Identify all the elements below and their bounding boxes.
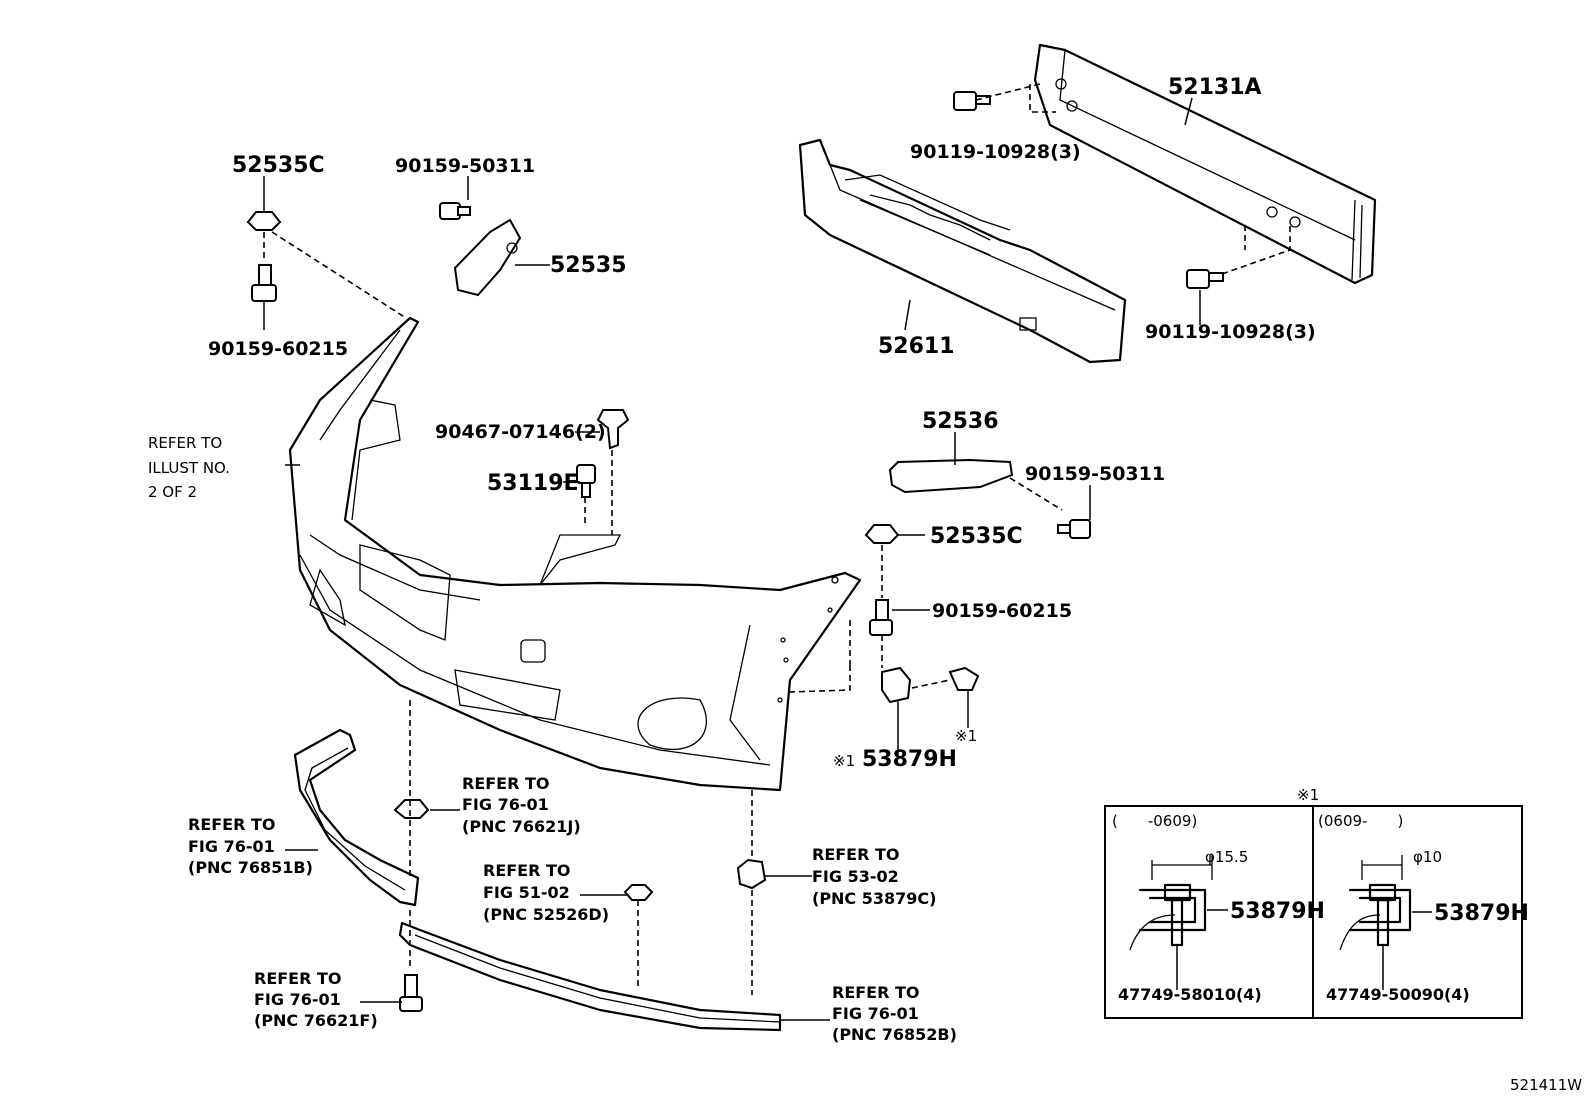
screw-90159-50311-right [1057, 519, 1091, 539]
inset-right-diameter: φ10 [1413, 848, 1442, 866]
svg-text:REFER TO: REFER TO [483, 861, 571, 880]
svg-text:REFER TO: REFER TO [832, 983, 920, 1002]
bracket-52535 [453, 218, 522, 297]
bolt-90119-bottom [1186, 269, 1224, 289]
inset-box [1104, 805, 1523, 1019]
svg-text:FIG 76-01: FIG 76-01 [832, 1004, 919, 1023]
inset-right-subpart: 47749-50090(4) [1326, 985, 1470, 1004]
inset-left-subpart: 47749-58010(4) [1118, 985, 1262, 1004]
ref-52526D: REFER TO FIG 51-02 (PNC 52526D) [483, 861, 609, 924]
inset-left-period: ( -0609) [1112, 812, 1197, 830]
retainer-52535C-top [246, 211, 282, 231]
svg-text:REFER TO: REFER TO [148, 434, 222, 452]
bumper-cover [288, 316, 862, 792]
clip-53119E [576, 464, 596, 498]
inset-left-part: 53879H [1230, 899, 1325, 924]
svg-text:(PNC 76621J): (PNC 76621J) [462, 817, 581, 836]
svg-text:(PNC 76621F): (PNC 76621F) [254, 1011, 378, 1030]
svg-text:(PNC 52526D): (PNC 52526D) [483, 905, 609, 924]
svg-text:FIG 53-02: FIG 53-02 [812, 867, 899, 886]
svg-text:REFER TO: REFER TO [188, 815, 276, 834]
ref-76852B: REFER TO FIG 76-01 (PNC 76852B) [832, 983, 957, 1044]
clip-53879C [736, 858, 767, 890]
label-52611: 52611 [878, 334, 955, 359]
bracket-53879H [881, 666, 980, 704]
clip-90467 [596, 409, 630, 450]
label-52131A: 52131A [1168, 75, 1262, 100]
bolt-90119-top [953, 91, 991, 111]
svg-text:REFER TO: REFER TO [254, 969, 342, 988]
ref-illust: REFER TO ILLUST NO. 2 OF 2 [148, 434, 230, 501]
screw-76621F [399, 974, 423, 1012]
label-53879H: 53879H [862, 747, 957, 772]
label-52535C-right: 52535C [930, 524, 1023, 549]
ref-76621F: REFER TO FIG 76-01 (PNC 76621F) [254, 969, 378, 1030]
label-90119-top: 90119-10928(3) [910, 141, 1081, 163]
label-90159-60215-top: 90159-60215 [208, 338, 348, 360]
label-note1-main: ※1 [833, 752, 855, 770]
lower-strip [398, 921, 782, 1032]
svg-text:2 OF 2: 2 OF 2 [148, 483, 197, 501]
label-52535C-top: 52535C [232, 153, 325, 178]
assembly-lines [263, 83, 1291, 995]
diagram-id: 521411W [1510, 1076, 1582, 1094]
svg-text:FIG 76-01: FIG 76-01 [254, 990, 341, 1009]
screw-90159-60215-top [251, 264, 277, 302]
screw-90159-60215-right [869, 599, 893, 636]
label-53119E: 53119E [487, 471, 579, 496]
label-90159-50311-right: 90159-50311 [1025, 463, 1165, 485]
ref-76851B: REFER TO FIG 76-01 (PNC 76851B) [188, 815, 313, 877]
label-52535: 52535 [550, 253, 627, 278]
inset-right-period: (0609- ) [1318, 812, 1403, 830]
inset-left-diameter: φ15.5 [1205, 848, 1248, 866]
svg-text:FIG 51-02: FIG 51-02 [483, 883, 570, 902]
inset-left: ( -0609) φ15.5 53879H 47749-58010(4) [1112, 812, 1325, 1004]
inset-right-part: 53879H [1434, 901, 1529, 926]
clip-52526D [623, 884, 654, 901]
svg-text:(PNC 76852B): (PNC 76852B) [832, 1025, 957, 1044]
svg-text:REFER TO: REFER TO [462, 774, 550, 793]
clip-76621J [393, 799, 430, 819]
label-90159-60215-right: 90159-60215 [932, 600, 1072, 622]
leader-lines [263, 97, 1201, 1021]
svg-text:REFER TO: REFER TO [812, 845, 900, 864]
absorber-52611 [798, 138, 1127, 364]
label-90119-bottom: 90119-10928(3) [1145, 321, 1316, 343]
inset-right: (0609- ) φ10 53879H 47749-50090(4) [1318, 812, 1529, 1004]
bracket-52536 [888, 458, 1014, 494]
svg-text:FIG 76-01: FIG 76-01 [188, 837, 275, 856]
label-90159-50311-top: 90159-50311 [395, 155, 535, 177]
reinforcement-52131A [1033, 43, 1377, 285]
ref-76621J: REFER TO FIG 76-01 (PNC 76621J) [462, 774, 581, 836]
lower-spoiler-left [293, 728, 420, 907]
ref-53879C: REFER TO FIG 53-02 (PNC 53879C) [812, 845, 936, 908]
label-90467: 90467-07146(2) [435, 421, 606, 443]
inset-title: ※1 [1297, 786, 1319, 804]
retainer-52535C-right [864, 524, 900, 544]
screw-90159-50311-top [439, 202, 471, 220]
label-52536: 52536 [922, 409, 999, 434]
svg-text:(PNC 53879C): (PNC 53879C) [812, 889, 936, 908]
svg-text:FIG 76-01: FIG 76-01 [462, 795, 549, 814]
svg-text:(PNC 76851B): (PNC 76851B) [188, 858, 313, 877]
label-note1-clip: ※1 [955, 727, 977, 745]
svg-text:ILLUST NO.: ILLUST NO. [148, 459, 230, 477]
